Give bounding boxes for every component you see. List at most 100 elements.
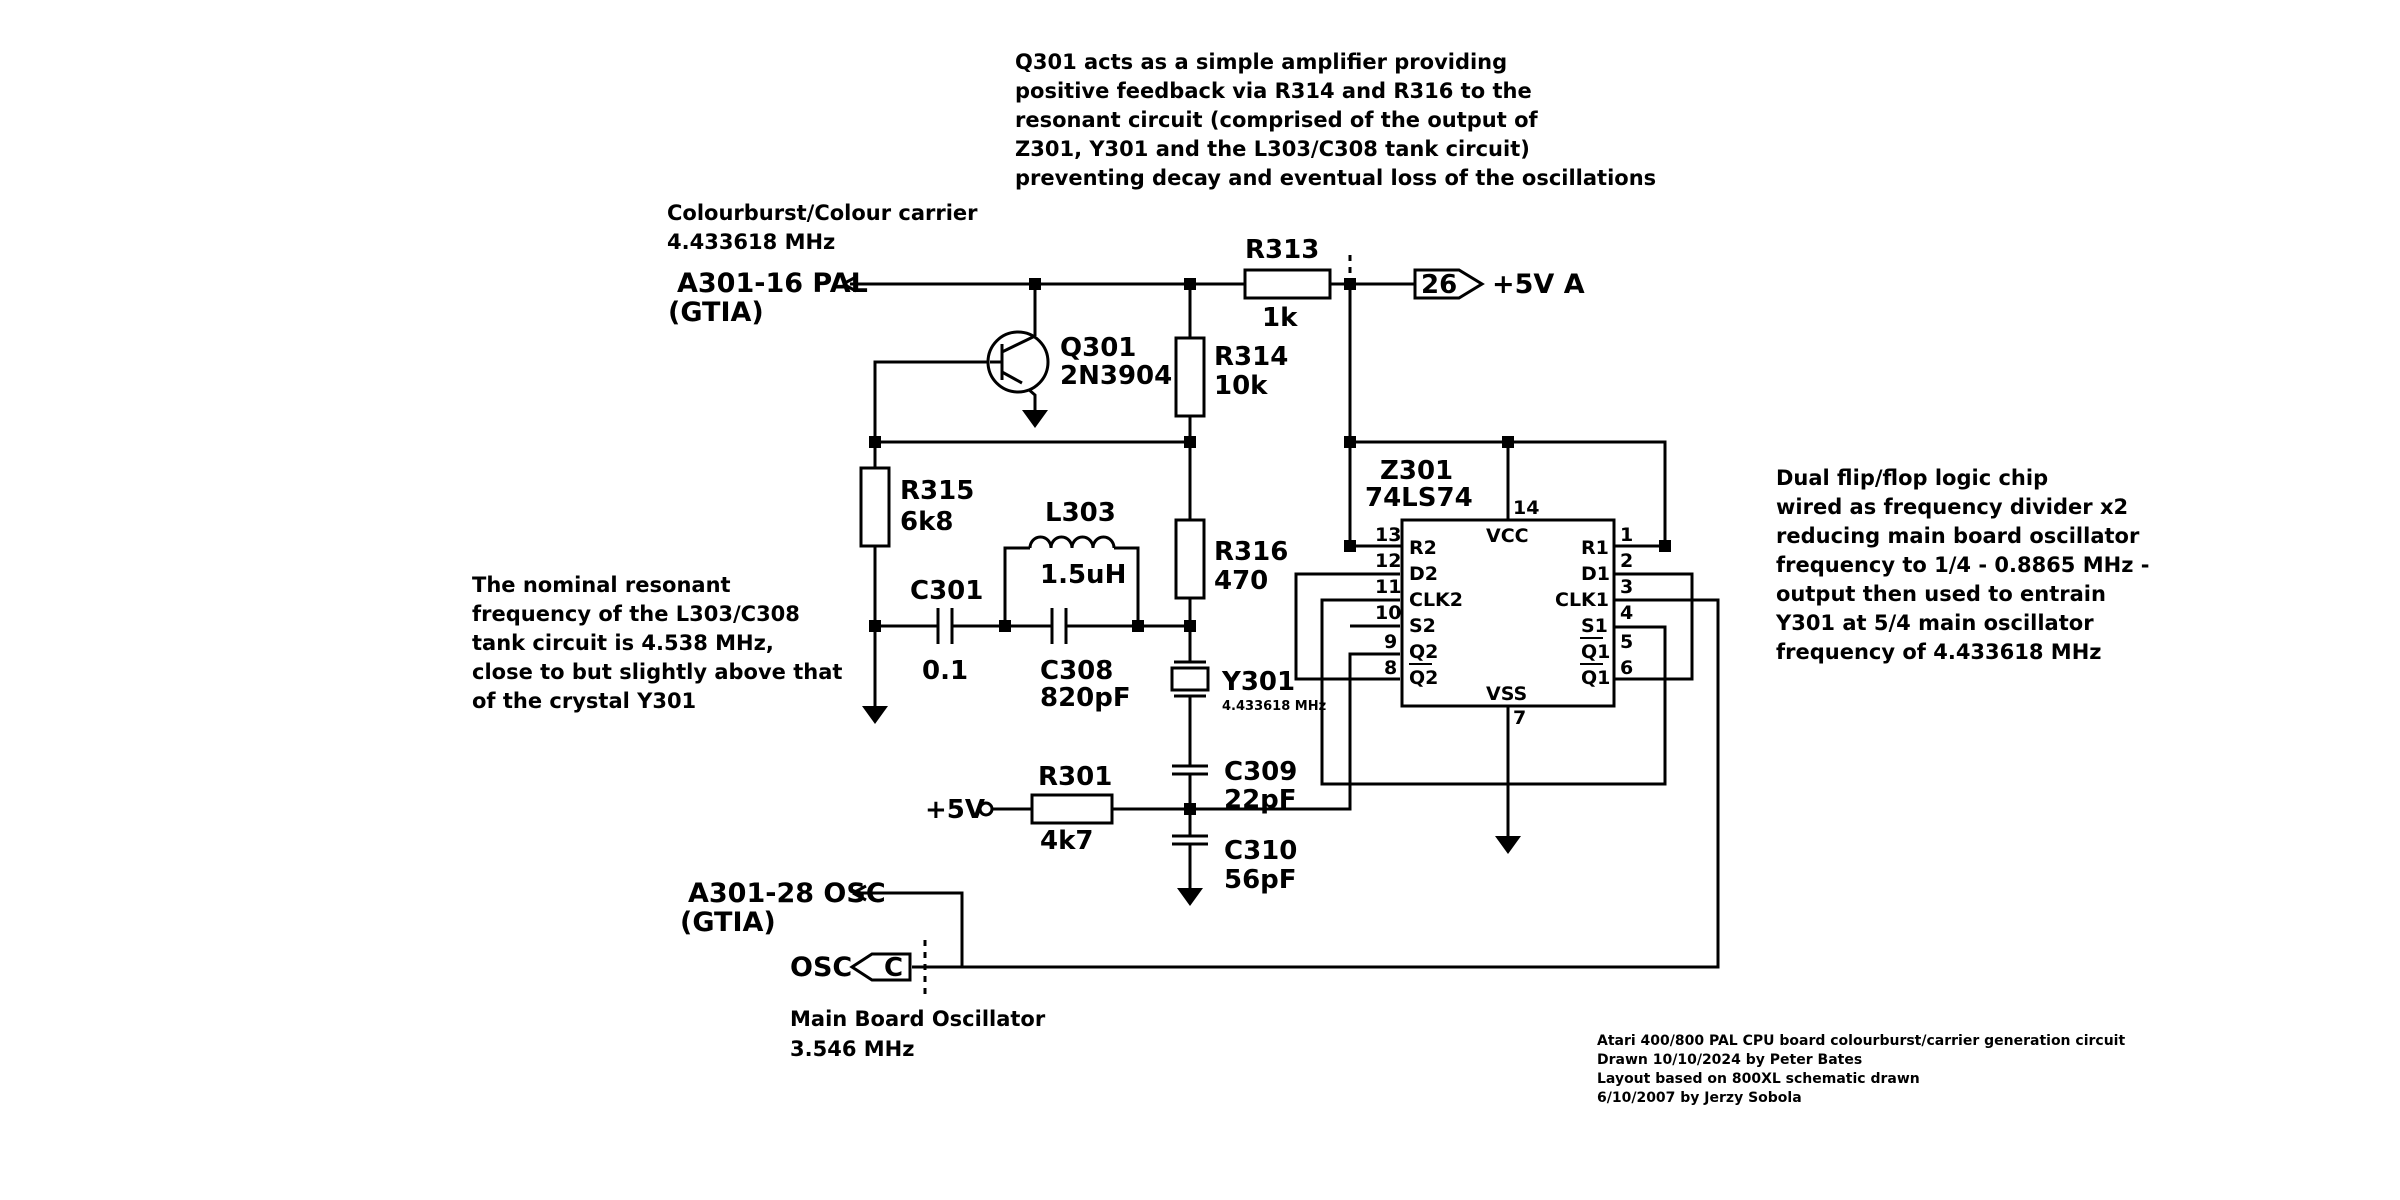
pin-7-number: 7: [1513, 707, 1526, 729]
supply-pin-label: 26: [1421, 270, 1457, 300]
z301-ic-body: [1400, 518, 1616, 708]
credits: Atari 400/800 PAL CPU board colourburst/…: [1597, 1033, 2125, 1106]
r314-value: 10k: [1214, 371, 1268, 401]
q301-note-line: Q301 acts as a simple amplifier providin…: [1015, 50, 1507, 74]
flipflop-note-line: wired as frequency divider x2: [1776, 495, 2128, 519]
r301-resistor: [1030, 793, 1114, 825]
resonant-note-line: tank circuit is 4.538 MHz,: [472, 631, 774, 655]
credits-line: Atari 400/800 PAL CPU board colourburst/…: [1597, 1033, 2125, 1049]
osc-in-label: OSC: [790, 952, 852, 983]
pal-out-sublabel: (GTIA): [668, 297, 764, 328]
supply-connector-icon: [1413, 268, 1485, 300]
pin-clk2-label: CLK2: [1409, 589, 1463, 611]
pin-s2-label: S2: [1409, 615, 1436, 637]
c310-ground-icon: [1177, 888, 1203, 906]
pin-12-number: 12: [1375, 550, 1401, 572]
q301-note-line: preventing decay and eventual loss of th…: [1015, 166, 1656, 190]
r301-value: 4k7: [1040, 826, 1093, 856]
resonant-note-line: of the crystal Y301: [472, 689, 696, 713]
c310-capacitor: [1172, 834, 1208, 846]
flipflop-note-line: Y301 at 5/4 main oscillator: [1775, 611, 2094, 635]
flipflop-note-line: reducing main board oscillator: [1776, 524, 2140, 548]
flipflop-note-line: frequency of 4.433618 MHz: [1776, 640, 2102, 664]
r301-ref: R301: [1038, 762, 1112, 792]
c309-ref: C309: [1224, 757, 1297, 787]
r313-resistor: [1243, 268, 1332, 300]
osc-out-arrow: [852, 884, 867, 902]
flipflop-note-line: output then used to entrain: [1776, 582, 2106, 606]
pin-d1-label: D1: [1581, 563, 1610, 585]
osc-in-pin-label: C: [884, 953, 903, 983]
resonant-note-line: The nominal resonant: [472, 573, 731, 597]
q301-note-line: resonant circuit (comprised of the outpu…: [1015, 108, 1539, 132]
c301-value: 0.1: [922, 656, 968, 686]
q301-note: Q301 acts as a simple amplifier providin…: [1015, 50, 1656, 190]
pin-r2-label: R2: [1409, 537, 1437, 559]
flipflop-note-line: frequency to 1/4 - 0.8865 MHz -: [1776, 553, 2149, 577]
pin-9-number: 9: [1384, 631, 1397, 653]
r316-ref: R316: [1214, 537, 1288, 567]
y301-value: 4.433618 MHz: [1222, 699, 1326, 714]
r315-resistor: [859, 466, 891, 548]
r314-resistor: [1174, 336, 1206, 418]
credits-line: Layout based on 800XL schematic drawn: [1597, 1071, 1920, 1087]
colourburst-note-line: Colourburst/Colour carrier: [667, 201, 978, 225]
junction-dots: [869, 278, 1671, 815]
pin-5-number: 5: [1620, 631, 1633, 653]
resonant-note: The nominal resonant frequency of the L3…: [472, 573, 842, 713]
plus5v-label: +5V: [925, 795, 985, 825]
r316-value: 470: [1214, 566, 1268, 596]
pin-4-number: 4: [1620, 602, 1633, 624]
osc-out-label: A301-28 OSC: [688, 878, 886, 909]
pin-q1bar-label: Q1: [1581, 667, 1610, 689]
r313-ref: R313: [1245, 235, 1319, 265]
pin-r1-label: R1: [1581, 537, 1609, 559]
resonant-note-line: close to but slightly above that: [472, 660, 842, 684]
r316-resistor: [1174, 518, 1206, 600]
q301-transistor-symbol: [986, 330, 1050, 394]
osc-out-sublabel: (GTIA): [680, 907, 776, 938]
pal-out-arrow: [842, 275, 857, 293]
q301-note-line: Z301, Y301 and the L303/C308 tank circui…: [1015, 137, 1530, 161]
pin-14-number: 14: [1513, 497, 1539, 519]
pin-13-number: 13: [1375, 524, 1401, 546]
l303-value: 1.5uH: [1040, 560, 1126, 590]
flipflop-note: Dual flip/flop logic chip wired as frequ…: [1775, 466, 2149, 664]
pin-11-number: 11: [1375, 576, 1401, 598]
c301-ref: C301: [910, 576, 983, 606]
flipflop-note-line: Dual flip/flop logic chip: [1776, 466, 2048, 490]
r314-ref: R314: [1214, 342, 1288, 372]
pin-10-number: 10: [1375, 602, 1401, 624]
pin-vcc-label: VCC: [1486, 525, 1529, 547]
pin-q2-label: Q2: [1409, 641, 1438, 663]
pin-q1-label: Q1: [1581, 641, 1610, 663]
c309-capacitor: [1172, 764, 1208, 776]
pin-1-number: 1: [1620, 524, 1633, 546]
c310-ref: C310: [1224, 836, 1297, 866]
main-osc-note-line: Main Board Oscillator: [790, 1007, 1046, 1031]
c310-value: 56pF: [1224, 865, 1297, 895]
r315-ground-icon: [862, 706, 888, 724]
pin-s1-label: S1: [1581, 615, 1608, 637]
z301-ref: Z301: [1380, 456, 1453, 486]
pin-q2bar-label: Q2: [1409, 667, 1438, 689]
resonant-note-line: frequency of the L303/C308: [472, 602, 800, 626]
pin-clk1-label: CLK1: [1555, 589, 1609, 611]
pal-out-label: A301-16 PAL: [677, 268, 868, 299]
l303-inductor: [1028, 535, 1116, 549]
r315-ref: R315: [900, 476, 974, 506]
c308-value: 820pF: [1040, 683, 1131, 713]
supply-label: +5V A: [1492, 269, 1585, 300]
plus5v-terminal-icon: [978, 801, 994, 817]
r315-value: 6k8: [900, 507, 953, 537]
c301-capacitor: [936, 608, 954, 644]
pin-vss-label: VSS: [1486, 683, 1527, 705]
pin-6-number: 6: [1620, 657, 1633, 679]
z301-value: 74LS74: [1365, 483, 1473, 513]
q301-note-line: positive feedback via R314 and R316 to t…: [1015, 79, 1532, 103]
q301-value: 2N3904: [1060, 361, 1172, 391]
c308-capacitor: [1050, 608, 1068, 644]
q301-ground-icon: [1022, 410, 1048, 428]
z301-pin-labels: VCC VSS R2 D2 CLK2 S2 Q2 Q2 R1 D1 CLK1 S…: [1375, 497, 1633, 729]
